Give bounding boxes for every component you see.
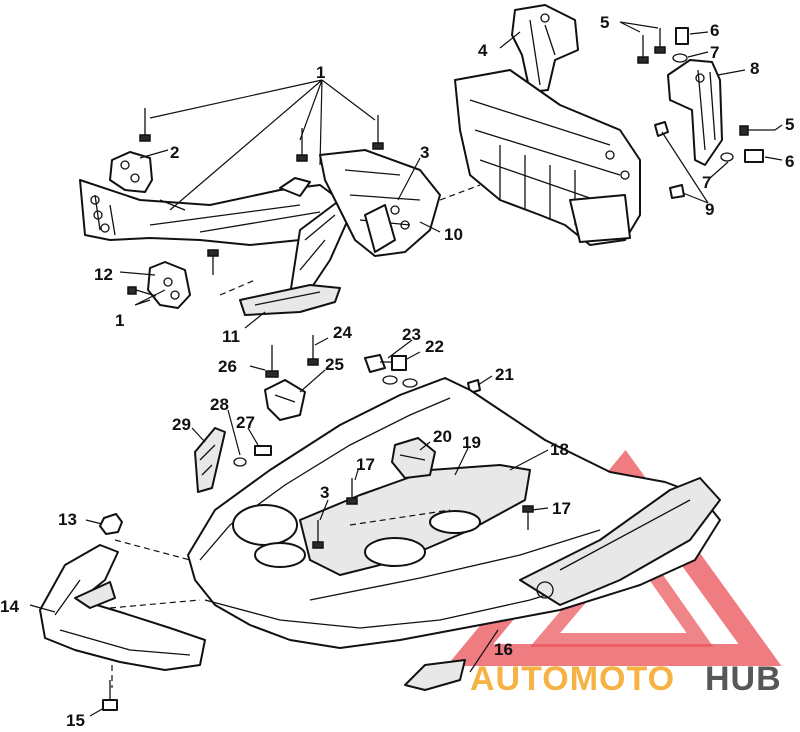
callout-28: 28 bbox=[210, 395, 229, 414]
tunnel-floor-part-19 bbox=[232, 464, 531, 576]
bolts-top-left bbox=[127, 108, 384, 297]
callout-8: 8 bbox=[750, 59, 759, 78]
skid-plate-part-11 bbox=[239, 284, 341, 316]
callout-21: 21 bbox=[495, 365, 514, 384]
hardware-top-right bbox=[637, 27, 775, 199]
middle-frame bbox=[439, 69, 641, 246]
watermark-text: AUTOMOTO HUB bbox=[470, 660, 782, 698]
callout-16: 16 bbox=[494, 640, 513, 659]
callout-24: 24 bbox=[333, 323, 352, 342]
callout-18: 18 bbox=[550, 440, 569, 459]
callout-17-right: 17 bbox=[552, 499, 571, 518]
watermark-brand-part1: AUTOMOTO bbox=[470, 660, 675, 698]
callout-12: 12 bbox=[94, 265, 113, 284]
callout-15: 15 bbox=[66, 711, 85, 730]
callout-20: 20 bbox=[433, 427, 452, 446]
callout-26: 26 bbox=[218, 357, 237, 376]
callout-6-right: 6 bbox=[785, 152, 794, 171]
callout-13: 13 bbox=[58, 510, 77, 529]
callout-14: 14 bbox=[0, 597, 19, 616]
callout-2: 2 bbox=[170, 143, 179, 162]
bracket-part-12 bbox=[147, 261, 191, 309]
callout-22: 22 bbox=[425, 337, 444, 356]
callout-10: 10 bbox=[444, 225, 463, 244]
side-rail bbox=[519, 477, 721, 606]
callout-27: 27 bbox=[236, 413, 255, 432]
callout-3-bottom: 3 bbox=[320, 483, 329, 502]
callout-1-top: 1 bbox=[316, 63, 325, 82]
callout-17-left: 17 bbox=[356, 455, 375, 474]
bracket-part-4 bbox=[511, 4, 579, 93]
callout-6-top: 6 bbox=[710, 21, 719, 40]
callout-25: 25 bbox=[325, 355, 344, 374]
callout-9: 9 bbox=[705, 200, 714, 219]
callout-23: 23 bbox=[402, 325, 421, 344]
callout-5-top: 5 bbox=[600, 13, 609, 32]
callout-3-top: 3 bbox=[420, 143, 429, 162]
watermark-brand-part2: HUB bbox=[705, 660, 782, 698]
bracket-part-20 bbox=[391, 437, 436, 479]
callout-7-right: 7 bbox=[702, 173, 711, 192]
callout-1-left: 1 bbox=[115, 311, 124, 330]
bumper-part-14 bbox=[39, 544, 206, 671]
callout-labels: 1 1 2 3 3 4 5 5 6 6 7 7 8 9 10 11 12 13 … bbox=[0, 13, 794, 730]
callout-29: 29 bbox=[172, 415, 191, 434]
bracket-part-8 bbox=[667, 59, 723, 166]
hardware-bottom bbox=[99, 478, 534, 711]
callout-11: 11 bbox=[222, 327, 240, 346]
callout-7-top: 7 bbox=[710, 43, 719, 62]
callout-4: 4 bbox=[478, 41, 488, 60]
bracket-part-2 bbox=[109, 151, 153, 193]
callout-19: 19 bbox=[462, 433, 481, 452]
front-frame-rail bbox=[79, 177, 341, 246]
callout-5-right: 5 bbox=[785, 115, 794, 134]
hardware-middle bbox=[194, 335, 481, 493]
